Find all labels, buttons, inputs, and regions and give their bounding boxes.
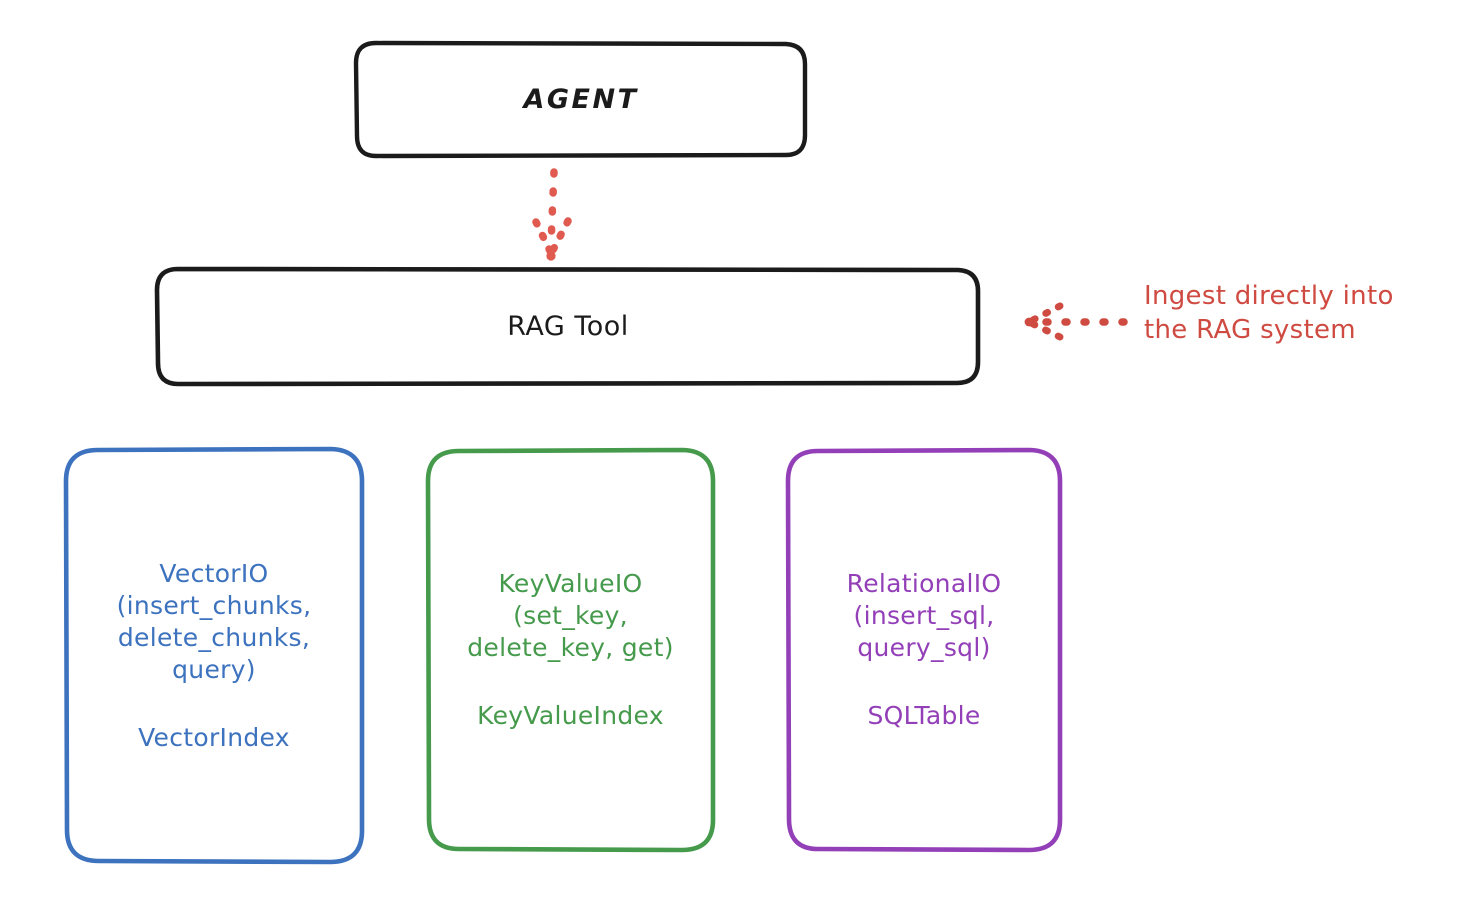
ingest-to-rag-connector [1024, 302, 1128, 341]
vector-io-node[interactable]: VectorIO (insert_chunks, delete_chunks, … [66, 449, 362, 862]
rag-tool-label: RAG Tool [507, 310, 629, 342]
agent-node[interactable]: AGENT [356, 42, 806, 156]
agent-to-rag-connector [532, 168, 572, 261]
key-value-io-node[interactable]: KeyValueIO (set_key, delete_key, get) Ke… [428, 450, 713, 850]
rag-tool-node[interactable]: RAG Tool [157, 268, 979, 384]
vector-io-api-label: VectorIO (insert_chunks, delete_chunks, … [116, 558, 312, 684]
key-value-io-api-label: KeyValueIO (set_key, delete_key, get) [467, 569, 674, 662]
relational-io-api-label: RelationalIO (insert_sql, query_sql) [846, 569, 1002, 662]
agent-label: AGENT [523, 83, 639, 115]
ingest-annotation-label: Ingest directly into the RAG system [1144, 281, 1394, 345]
key-value-index-label: KeyValueIndex [477, 701, 664, 730]
relational-io-node[interactable]: RelationalIO (insert_sql, query_sql) SQL… [788, 450, 1060, 850]
sql-table-label: SQLTable [867, 701, 981, 730]
vector-index-label: VectorIndex [138, 722, 290, 752]
